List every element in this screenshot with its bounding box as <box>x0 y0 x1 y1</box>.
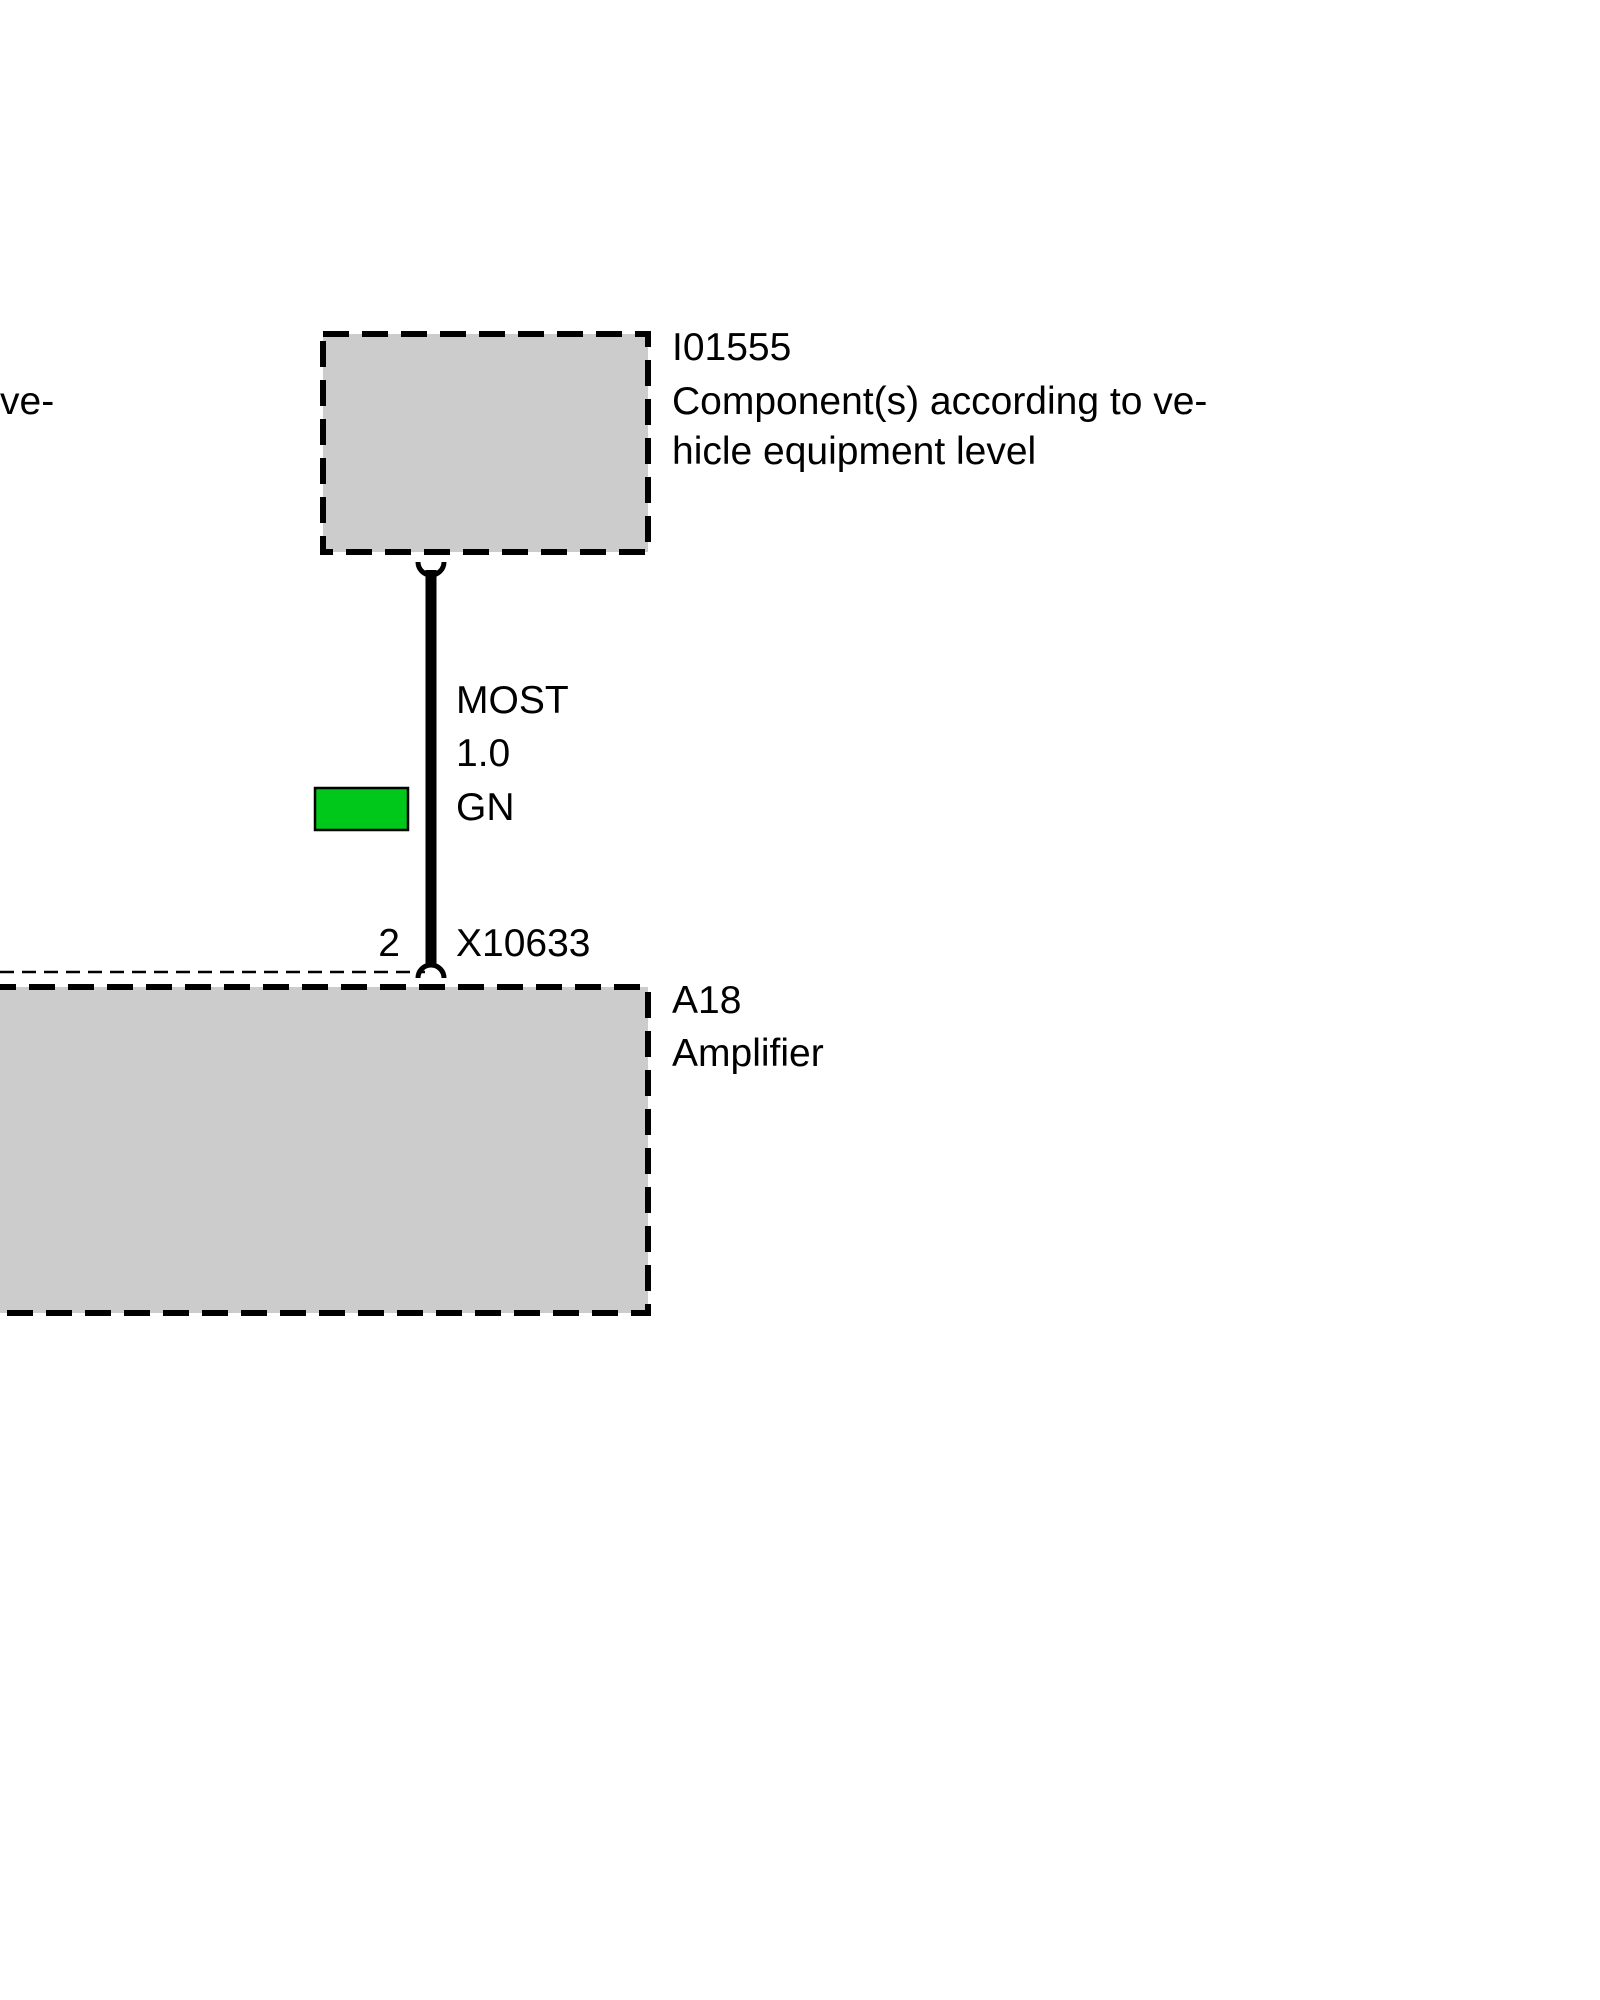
component-a18-id: A18 <box>672 979 741 1022</box>
component-a18-body <box>0 987 648 1313</box>
connector-id-label: X10633 <box>456 922 590 965</box>
component-i01555-body <box>323 334 648 552</box>
wire-color-swatch <box>313 786 410 832</box>
component-a18-desc: Amplifier <box>672 1032 824 1075</box>
component-i01555-id: I01555 <box>672 326 791 369</box>
component-i01555[interactable] <box>320 331 651 555</box>
left-edge-text-fragment: ve- <box>0 380 54 423</box>
lower-connector-terminal <box>415 962 447 979</box>
component-a18-border <box>0 984 651 1316</box>
component-i01555-border <box>320 331 651 555</box>
wire-color-label: GN <box>456 786 515 829</box>
component-i01555-desc-line2: hicle equipment level <box>672 430 1036 473</box>
wire-size-label: 1.0 <box>456 732 510 775</box>
component-i01555-desc-line1: Component(s) according to ve- <box>672 380 1207 423</box>
component-a18[interactable] <box>0 984 651 1316</box>
wire-type-label: MOST <box>456 679 569 722</box>
connector-pin-label: 2 <box>378 922 400 965</box>
